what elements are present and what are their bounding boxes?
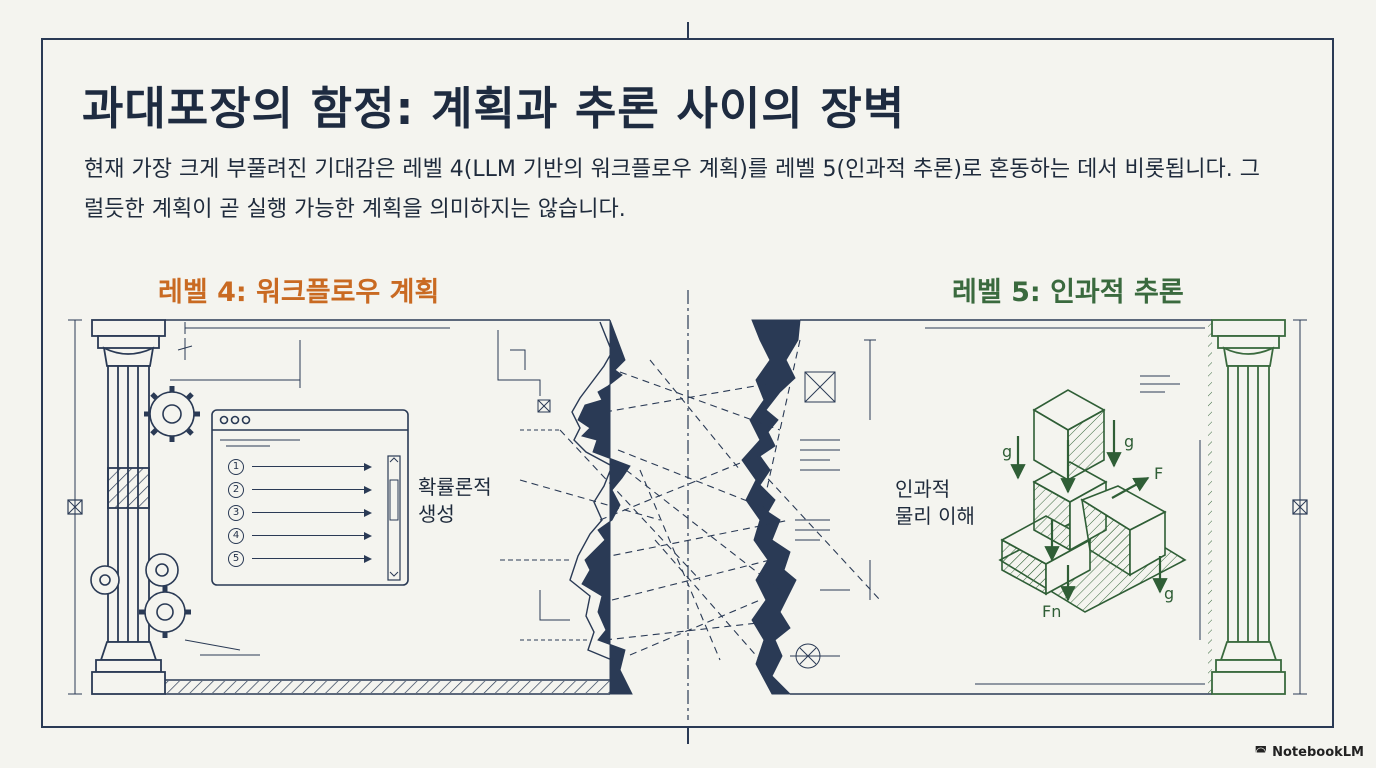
- page-title: 과대포장의 함정: 계획과 추론 사이의 장벽: [82, 82, 906, 135]
- workflow-step: 1: [228, 455, 372, 478]
- page-subtitle: 현재 가장 크게 부풀려진 기대감은 레벨 4(LLM 기반의 워크플로우 계획…: [84, 157, 1260, 222]
- level5-heading: 레벨 5: 인과적 추론: [952, 277, 1184, 308]
- step-number: 5: [228, 550, 244, 567]
- workflow-window-icon: [211, 409, 409, 586]
- right-cliff-edge: [741, 319, 801, 695]
- cube-stack-icon: [998, 389, 1187, 613]
- step-number: 4: [228, 527, 244, 544]
- level5-caption-line1: 인과적: [895, 477, 951, 501]
- left-cliff-edge: [577, 319, 633, 695]
- brand-label: NotebookLM: [1272, 745, 1364, 760]
- arrow-icon: [252, 488, 364, 491]
- force-label: F: [1154, 464, 1164, 483]
- normal-force-label: Fn: [1042, 602, 1062, 621]
- gravity-label: g: [1164, 584, 1175, 603]
- step-number: 3: [228, 504, 244, 521]
- level4-caption: 확률론적 생성: [418, 474, 492, 528]
- gravity-label: g: [1002, 442, 1013, 461]
- level4-caption-line2: 생성: [418, 502, 455, 526]
- gravity-label: g: [1124, 432, 1135, 451]
- arrow-icon: [252, 511, 364, 514]
- arrow-icon: [252, 534, 364, 537]
- step-number: 2: [228, 481, 244, 498]
- blueprint-frame: [41, 38, 1334, 728]
- center-tick-top: [687, 22, 689, 38]
- workflow-step: 2: [228, 478, 372, 501]
- step-number: 1: [228, 458, 244, 475]
- workflow-step: 4: [228, 524, 372, 547]
- right-pillar-icon: [1211, 319, 1286, 695]
- arrow-icon: [252, 465, 364, 468]
- center-tick-bottom: [687, 728, 689, 744]
- arrow-icon: [252, 557, 364, 560]
- gear-icon: [145, 553, 179, 587]
- workflow-steps: 1 2 3 4 5: [228, 455, 372, 570]
- notebooklm-icon: ◚: [1254, 745, 1268, 760]
- level4-heading: 레벨 4: 워크플로우 계획: [158, 277, 440, 308]
- level4-caption-line1: 확률론적: [418, 475, 492, 499]
- level5-caption-line2: 물리 이해: [895, 504, 975, 528]
- workflow-step: 3: [228, 501, 372, 524]
- broken-connections: [519, 339, 881, 661]
- gear-icon: [139, 586, 191, 638]
- workflow-step: 5: [228, 547, 372, 570]
- gear-icon: [90, 565, 120, 595]
- notebooklm-brand: ◚ NotebookLM: [1254, 745, 1364, 760]
- level5-caption: 인과적 물리 이해: [895, 476, 975, 530]
- left-pillar-icon: [91, 319, 166, 695]
- gear-icon: [144, 386, 200, 442]
